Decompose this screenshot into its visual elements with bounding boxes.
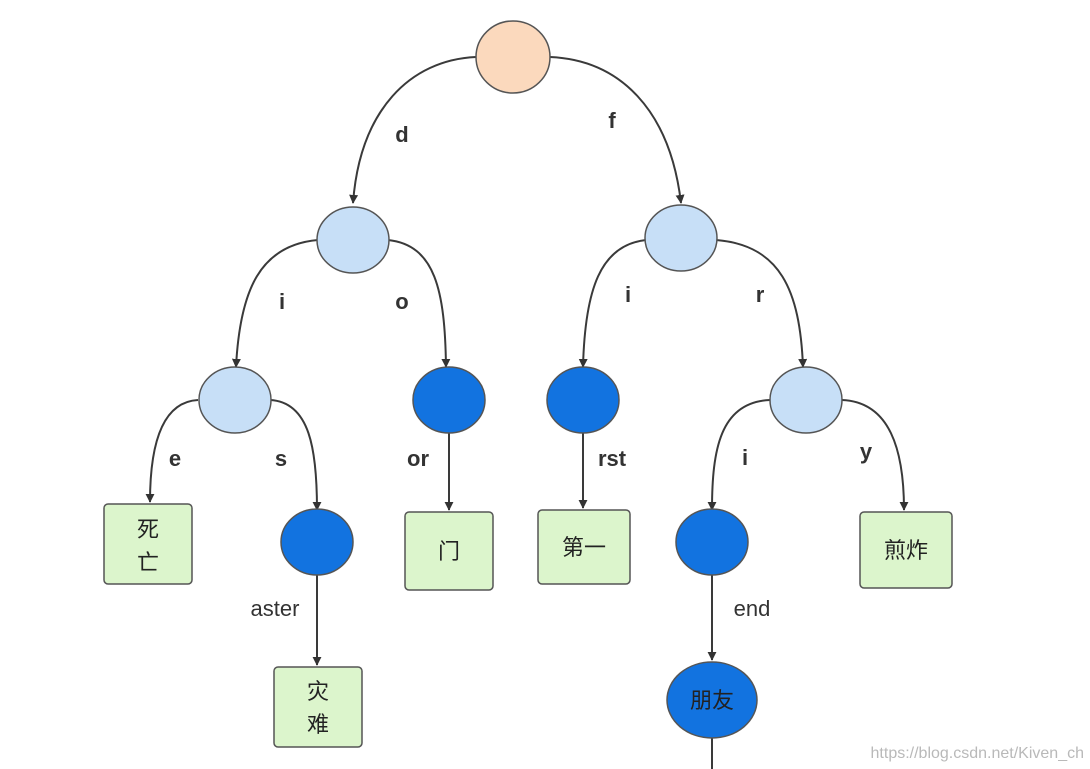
- node-do: [412, 366, 486, 434]
- node-dis: [280, 508, 354, 576]
- edge-label-d-o: o: [395, 289, 408, 314]
- edge-label-f-i: i: [625, 282, 631, 307]
- edge-di-e: [145, 399, 199, 503]
- watermark-text: https://blog.csdn.net/Kiven_ch: [871, 745, 1084, 762]
- node-fi: [546, 366, 620, 434]
- edge-f-r: [715, 239, 808, 368]
- leaf-disaster-line1: 灾: [307, 680, 329, 705]
- edge-label-f-r: r: [756, 282, 765, 307]
- edge-di-s: [269, 399, 322, 511]
- node-di: [198, 366, 272, 434]
- leaf-die-line2: 亡: [137, 551, 159, 576]
- edge-label-do-or: or: [407, 446, 429, 471]
- leaf-die: [103, 503, 193, 585]
- edge-d-o: [387, 239, 451, 368]
- node-f: [644, 204, 718, 272]
- leaf-first: [537, 509, 631, 585]
- root-node: [475, 20, 551, 94]
- leaf-door: [404, 511, 494, 591]
- edge-root-d: [349, 56, 477, 204]
- leaf-disaster-line2: 难: [307, 713, 329, 738]
- edge-label-fri-end: end: [734, 596, 771, 621]
- node-fri: [675, 508, 749, 576]
- edge-label-f: f: [608, 108, 616, 133]
- node-d: [316, 206, 390, 274]
- edge-f-i: [578, 239, 647, 368]
- leaf-fry-text: 煎炸: [884, 539, 928, 564]
- edge-label-d-i: i: [279, 289, 285, 314]
- leaf-fry: [859, 511, 953, 589]
- edge-label-d: d: [395, 122, 408, 147]
- leaf-door-text: 门: [438, 540, 460, 565]
- edge-label-di-s: s: [275, 446, 287, 471]
- edge-label-di-e: e: [169, 446, 181, 471]
- node-friend: [666, 661, 758, 739]
- edge-fr-i: [707, 399, 771, 511]
- edge-d-i: [231, 239, 319, 368]
- edge-label-dis-aster: aster: [251, 596, 300, 621]
- edge-fr-y: [841, 399, 909, 511]
- node-fr: [769, 366, 843, 434]
- node-friend-text: 朋友: [690, 689, 734, 714]
- edge-label-fr-y: y: [860, 439, 873, 464]
- leaf-die-line1: 死: [137, 518, 159, 543]
- leaf-disaster: [273, 666, 363, 748]
- edge-label-fi-rst: rst: [598, 446, 627, 471]
- leaf-first-text: 第一: [562, 536, 606, 561]
- edge-root-f: [549, 56, 685, 204]
- edge-label-fr-i: i: [742, 445, 748, 470]
